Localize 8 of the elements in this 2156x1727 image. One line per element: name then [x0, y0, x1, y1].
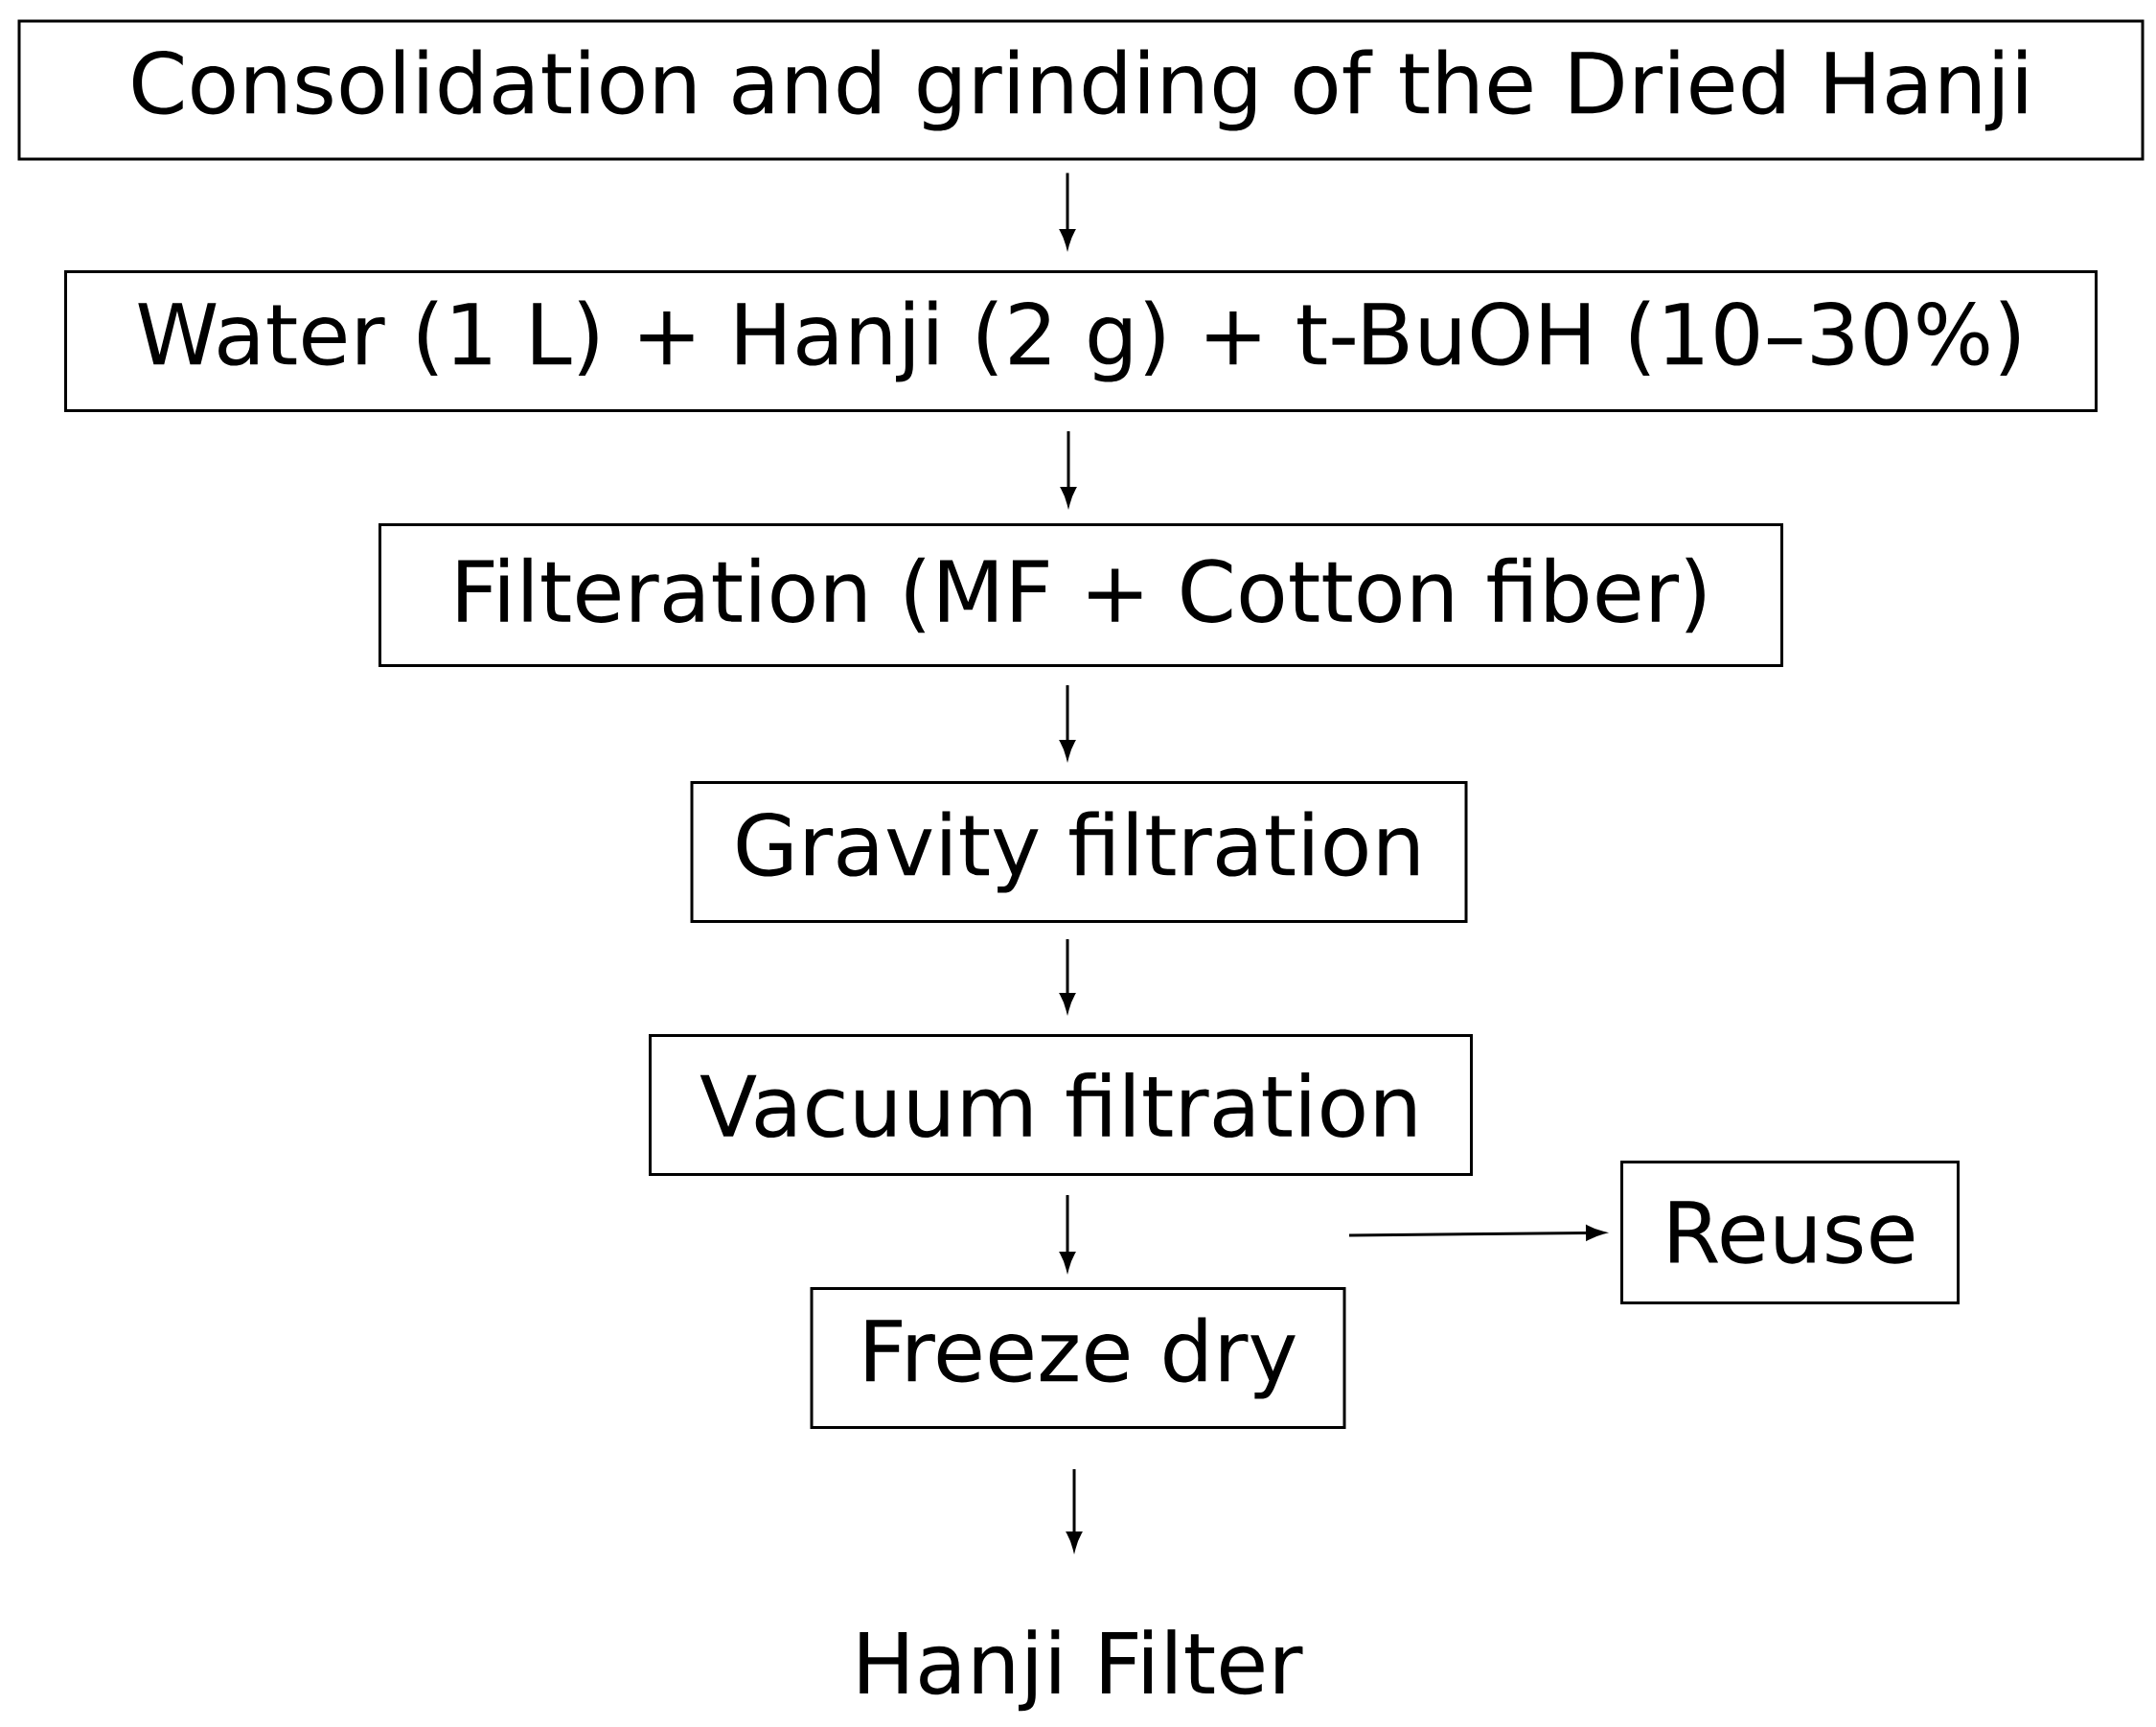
- result-text: Hanji Filter: [860, 1629, 1303, 1712]
- process-box: Freeze dry: [810, 1287, 1346, 1429]
- process-box: Filteration (MF + Cotton fiber): [378, 523, 1784, 667]
- process-box: Consolidation and grinding of the Dried Hanji: [17, 19, 2145, 161]
- process-box: Water (1 L) + Hanji (2 g) + t-BuOH (10–30%): [64, 270, 2099, 412]
- process-box: Reuse: [1620, 1161, 1961, 1304]
- process-box: Gravity filtration: [690, 781, 1468, 923]
- process-box: Vacuum filtration: [649, 1034, 1473, 1176]
